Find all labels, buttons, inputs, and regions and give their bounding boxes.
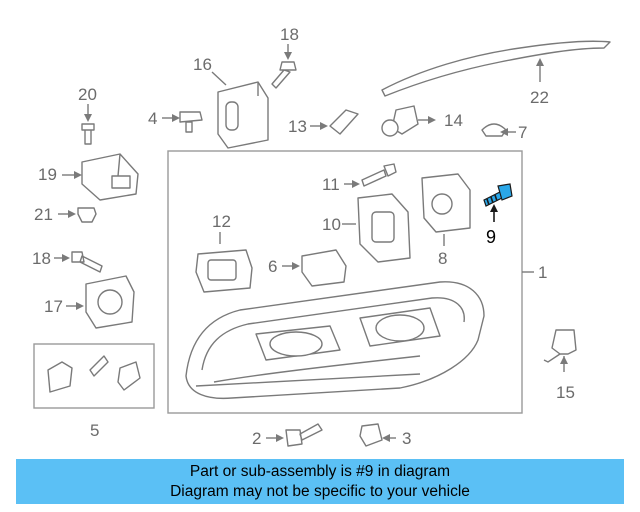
callout-2: 2 [252, 429, 261, 448]
part-20-screw [81, 123, 95, 145]
banner-line-1: Part or sub-assembly is #9 in diagram [189, 463, 451, 480]
callout-18-lower: 18 [32, 249, 51, 268]
callout-22: 22 [530, 88, 549, 107]
callout-17: 17 [44, 297, 63, 316]
parts-diagram: 1 22 16 18 4 20 19 21 13 14 7 11 [32, 25, 611, 448]
callout-20: 20 [78, 85, 97, 104]
part-6-connector [301, 249, 347, 287]
part-21-clip [77, 207, 97, 223]
callout-14: 14 [444, 111, 463, 130]
callout-11: 11 [322, 175, 340, 194]
part-11-screw [361, 163, 397, 187]
callout-12: 12 [212, 212, 231, 231]
callout-15: 15 [556, 383, 575, 402]
callout-19: 19 [38, 165, 57, 184]
callout-4: 4 [148, 109, 157, 128]
headlamp-housing [185, 281, 485, 400]
callout-3: 3 [402, 429, 411, 448]
headlamp-assembly-frame [167, 150, 523, 414]
callout-5: 5 [90, 421, 99, 440]
callout-8: 8 [438, 249, 447, 268]
part-18-screw-lower [71, 251, 103, 273]
callout-18-top: 18 [280, 25, 299, 44]
callout-7: 7 [518, 123, 527, 142]
part-2-screw [285, 423, 323, 447]
part-3-clip [359, 423, 383, 447]
info-banner: Part or sub-assembly is #9 in diagram Di… [16, 459, 624, 504]
part-5-bracket-kit [33, 343, 155, 409]
part-13-clip [329, 109, 359, 135]
part-4-screw [179, 111, 203, 133]
callout-9: 9 [486, 227, 496, 247]
callout-16: 16 [193, 55, 212, 74]
callout-10: 10 [322, 215, 341, 234]
part-9-screw-highlighted [483, 183, 513, 207]
callout-6: 6 [268, 257, 277, 276]
banner-line-2: Diagram may not be specific to your vehi… [170, 483, 470, 500]
callout-13: 13 [288, 117, 307, 136]
part-22-trim-strip [381, 40, 611, 97]
part-18-screw-top [271, 61, 297, 89]
part-15-bulb [551, 329, 577, 355]
part-7-cap [481, 123, 507, 137]
callout-1: 1 [538, 263, 547, 282]
callout-21: 21 [34, 205, 53, 224]
